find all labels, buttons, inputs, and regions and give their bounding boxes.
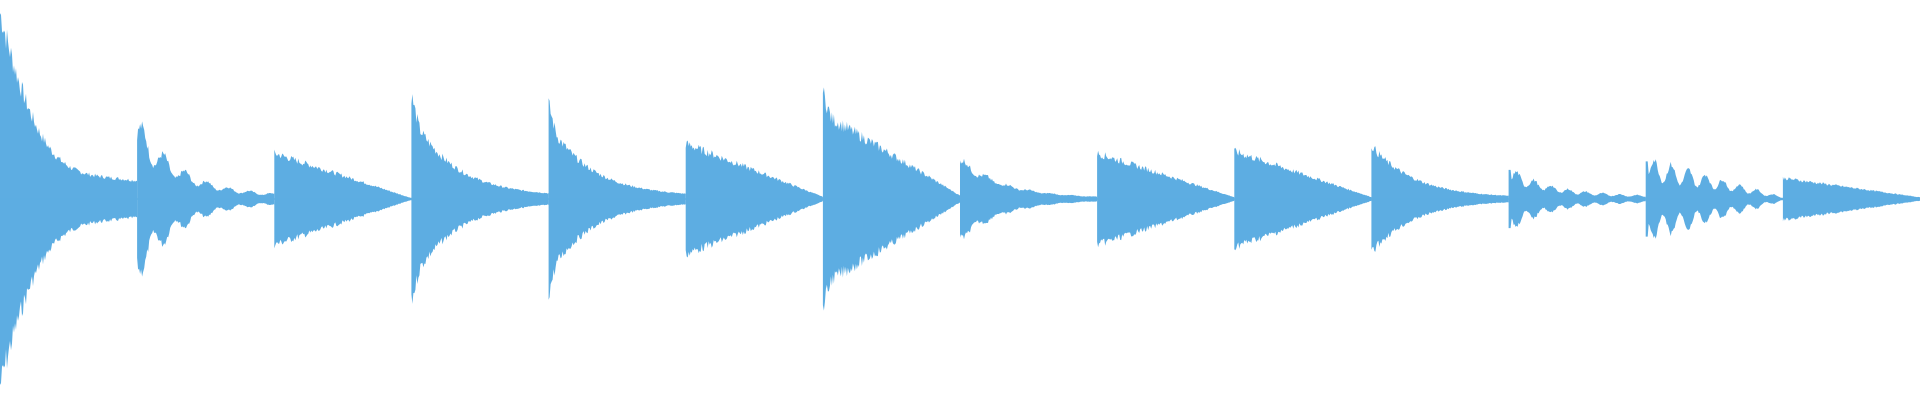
waveform-graphic xyxy=(0,13,1920,385)
audio-waveform xyxy=(0,13,1920,385)
